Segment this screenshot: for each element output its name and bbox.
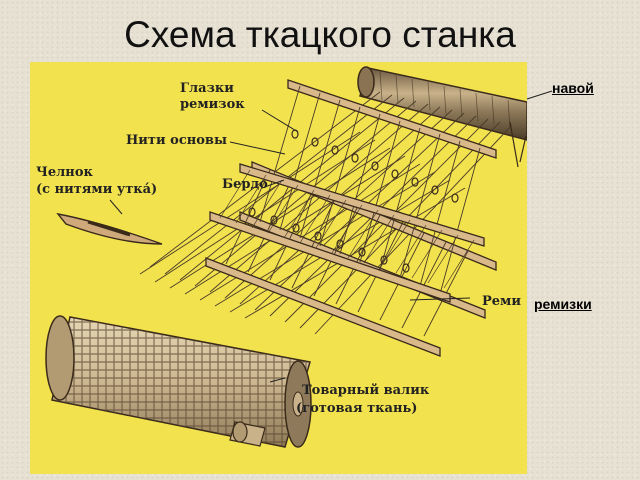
label-remi: Реми: [482, 294, 521, 309]
label-glazki-1: Глазки: [180, 81, 234, 96]
label-chelnok-2: (с нитями утка́): [36, 182, 157, 197]
label-valik-1: Товарный валик: [302, 383, 430, 398]
callout-remizki: ремизки: [534, 296, 592, 312]
label-chelnok-1: Челнок: [36, 165, 93, 180]
leader-lines: [109, 109, 471, 383]
label-glazki-2: ремизок: [180, 97, 245, 112]
reed: [209, 163, 485, 303]
label-valik-2: (готовая ткань): [296, 401, 417, 416]
callout-navoy: навой: [552, 80, 594, 96]
loom-diagram: Глазки ремизок Нити основы Челнок (с нит…: [30, 62, 527, 474]
label-niti-osnovy: Нити основы: [126, 133, 227, 148]
loom-illustration: Глазки ремизок Нити основы Челнок (с нит…: [30, 62, 527, 474]
cloth-beam: [45, 315, 312, 448]
shuttle: [56, 212, 163, 245]
slide-title: Схема ткацкого станка: [124, 14, 516, 55]
label-berdo: Бердо: [222, 177, 268, 192]
